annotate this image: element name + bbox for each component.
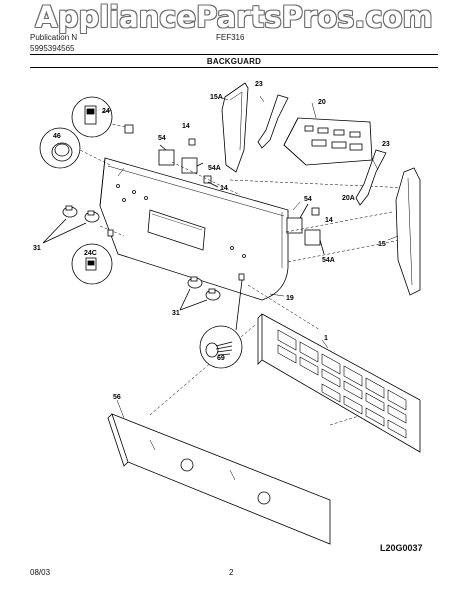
- callout-69: 69: [217, 355, 225, 362]
- callout-20a: 20A: [342, 195, 355, 202]
- header-rule-bottom: [30, 67, 438, 68]
- callout-19: 19: [286, 295, 294, 302]
- switch-group-upper: [158, 138, 219, 188]
- part-24-switch: [71, 96, 134, 138]
- callout-15a: 15A: [210, 94, 223, 101]
- callout-23-lower: 23: [382, 141, 390, 148]
- knobs-left-31: [42, 205, 100, 244]
- switch-group-lower: [286, 203, 325, 255]
- bracket-23-lower: [355, 149, 387, 206]
- callout-46: 46: [53, 133, 61, 140]
- rear-panel-1: [257, 313, 421, 453]
- knobs-right-31: [179, 276, 221, 311]
- callout-14-middle: 14: [220, 185, 228, 192]
- callout-54-upper: 54: [158, 135, 166, 142]
- bracket-23-upper: [257, 94, 289, 149]
- callout-15: 15: [378, 241, 386, 248]
- publication-prefix: Publication N: [30, 33, 78, 42]
- footer-date: 08/03: [30, 568, 51, 577]
- part-69-screw: [199, 273, 245, 369]
- control-panel-19: [99, 157, 289, 301]
- callout-24: 24: [102, 108, 110, 115]
- watermark-logo: AppliancePartsPros.com: [35, 0, 433, 34]
- drawing-code: L20G0037: [380, 543, 423, 553]
- footer-page-number: 2: [229, 568, 234, 577]
- bracket-15: [395, 167, 421, 296]
- callout-24c: 24C: [84, 250, 97, 257]
- model-number: FEF316: [216, 33, 245, 42]
- header-rule-top: [30, 54, 438, 55]
- control-board-20: [283, 117, 373, 166]
- callout-1: 1: [324, 335, 328, 342]
- callout-20: 20: [318, 99, 326, 106]
- callout-31-right: 31: [172, 310, 180, 317]
- callout-54a-upper: 54A: [208, 165, 221, 172]
- publication-number: 5995394565: [30, 44, 75, 53]
- callout-54-lower: 54: [304, 196, 312, 203]
- section-title: BACKGUARD: [206, 57, 262, 66]
- callout-56: 56: [113, 394, 121, 401]
- lower-panel-56: [107, 413, 331, 545]
- part-24c-switch: [71, 229, 114, 285]
- part-46-button: [39, 127, 81, 169]
- callout-14-lower: 14: [325, 217, 333, 224]
- callout-14-upper: 14: [182, 123, 190, 130]
- bracket-15a: [221, 82, 249, 173]
- leader-lines: [101, 95, 399, 419]
- callout-54a-lower: 54A: [322, 257, 335, 264]
- callout-23-upper: 23: [255, 81, 263, 88]
- callout-31-left: 31: [33, 245, 41, 252]
